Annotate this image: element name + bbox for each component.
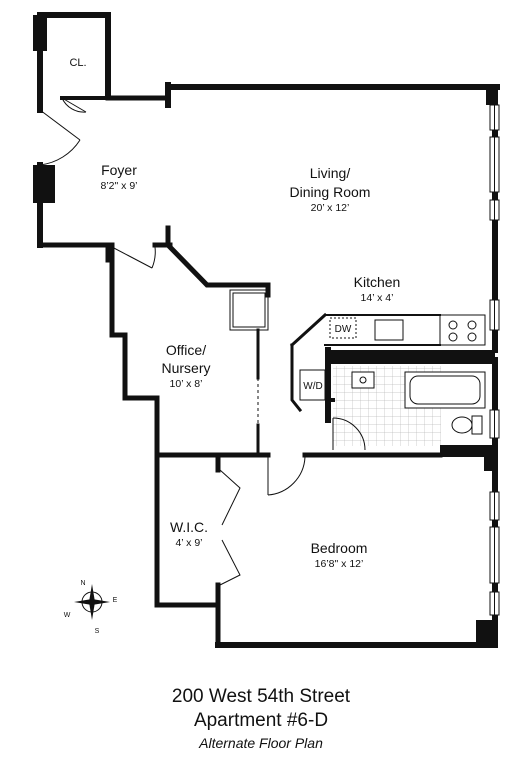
office-name-2: Nursery: [161, 360, 210, 376]
closet-label: CL.: [69, 57, 86, 69]
doors: [39, 97, 366, 586]
kitchen-name: Kitchen: [354, 274, 401, 290]
address-title: 200 West 54th Street: [171, 686, 351, 707]
compass-s: S: [95, 628, 100, 635]
bedroom-dims: 16’8" x 12’: [315, 558, 364, 570]
compass-w: W: [64, 612, 71, 619]
foyer-name: Foyer: [101, 162, 137, 178]
living-name-1: Living/: [310, 165, 351, 181]
office-dims: 10’ x 8’: [170, 378, 203, 390]
wic-dims: 4’ x 9’: [175, 537, 202, 549]
living-dims: 20’ x 12’: [311, 202, 350, 214]
office-name-1: Office/: [166, 342, 206, 358]
kitchen-fixtures: [229, 289, 486, 401]
windows: [489, 104, 500, 616]
bedroom-name: Bedroom: [311, 540, 368, 556]
apartment-title: Apartment #6-D: [193, 710, 329, 731]
wall-blocks: [33, 15, 498, 648]
compass-e: E: [113, 597, 118, 604]
compass-n: N: [80, 580, 85, 587]
foyer-dims: 8’2" x 9’: [101, 180, 138, 192]
kitchen-dims: 14’ x 4’: [361, 292, 394, 304]
compass-icon: N E S W: [64, 580, 118, 635]
plan-subtitle: Alternate Floor Plan: [199, 735, 323, 751]
bath-fixtures: [351, 371, 486, 435]
wic-name: W.I.C.: [170, 519, 208, 535]
dishwasher-label: DW: [335, 324, 352, 335]
living-name-2: Dining Room: [290, 184, 371, 200]
washer-dryer-label: W/D: [303, 381, 322, 392]
